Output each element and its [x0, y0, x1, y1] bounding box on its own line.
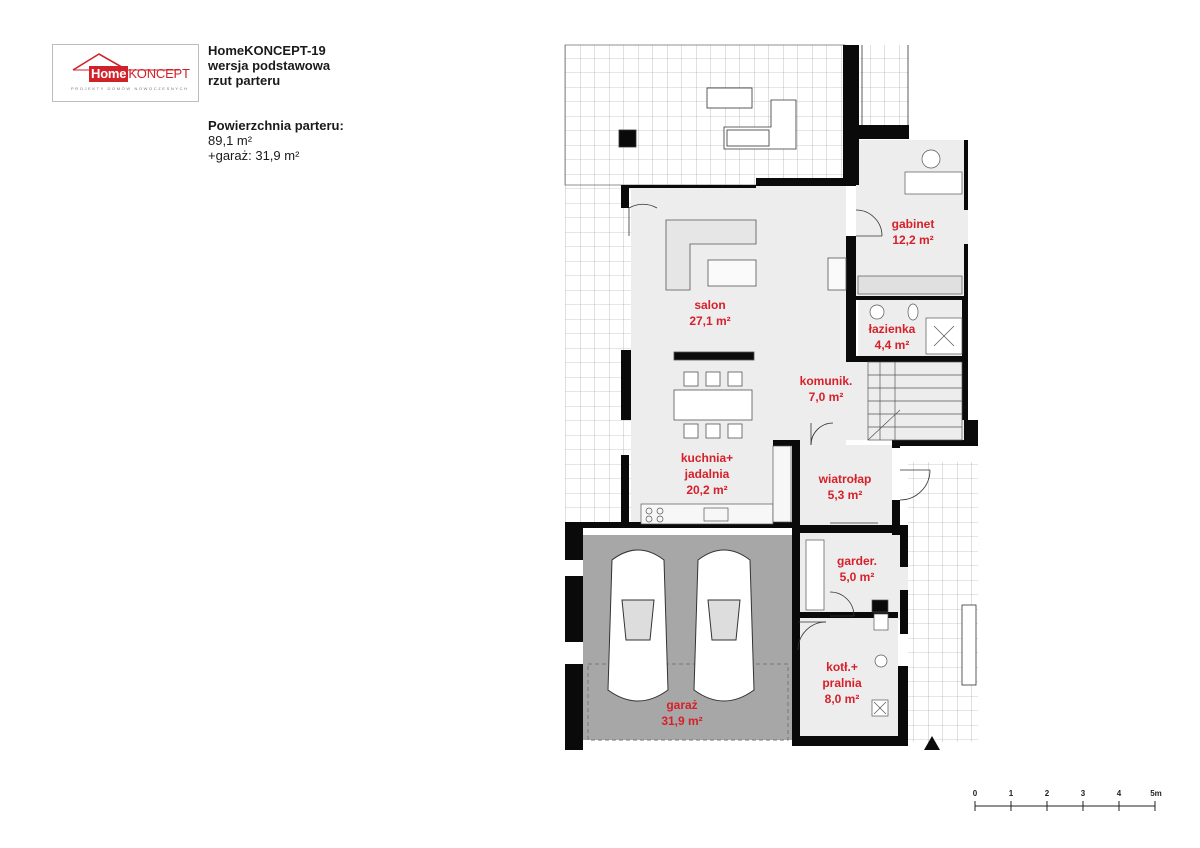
terrace-furniture: [618, 87, 797, 150]
walls: [565, 45, 978, 750]
area-total: 89,1 m²: [208, 133, 253, 148]
logo-koncept: KONCEPT: [128, 66, 190, 81]
scale-tick-4: 4: [1117, 789, 1122, 798]
room-labels: salon 27,1 m² kuchnia+ jadalnia 20,2 m² …: [661, 217, 934, 728]
bathroom-fixtures: [869, 303, 963, 355]
room-lazienka-name: łazienka: [869, 322, 916, 336]
logo-tagline: PROJEKTY DOMÓW NOWOCZESNYCH: [71, 86, 189, 91]
room-kotl-name2: pralnia: [822, 676, 862, 690]
office-furniture: [857, 149, 963, 295]
room-wiatrolap-name: wiatrołap: [818, 472, 872, 486]
scale-bar: 0 1 2 3 4 5m: [960, 778, 1165, 818]
room-garaz-area: 31,9 m²: [661, 714, 702, 728]
scale-tick-1: 1: [1009, 789, 1014, 798]
room-gabinet-area: 12,2 m²: [892, 233, 933, 247]
laundry-fixtures: [805, 539, 889, 717]
room-salon-name: salon: [694, 298, 725, 312]
room-lazienka-area: 4,4 m²: [875, 338, 910, 352]
area-garage: +garaż: 31,9 m²: [208, 148, 300, 163]
room-kuchnia-area: 20,2 m²: [686, 483, 727, 497]
project-name: HomeKONCEPT-19: [208, 43, 326, 58]
room-garder-name: garder.: [837, 554, 877, 568]
room-komunik-name: komunik.: [800, 374, 853, 388]
room-komunik-area: 7,0 m²: [809, 390, 844, 404]
room-kuchnia-name2: jadalnia: [684, 467, 730, 481]
room-gabinet-name: gabinet: [892, 217, 935, 231]
project-view: rzut parteru: [208, 73, 281, 88]
staircase: [867, 361, 963, 441]
scale-tick-5: 5m: [1150, 789, 1162, 798]
scale-tick-2: 2: [1045, 789, 1050, 798]
scale-tick-0: 0: [973, 789, 978, 798]
project-title-block: HomeKONCEPT-19 wersja podstawowa rzut pa…: [208, 43, 330, 88]
salon-furniture: [665, 219, 847, 439]
terrace: [564, 44, 978, 742]
room-kotl-area: 8,0 m²: [825, 692, 860, 706]
room-wiatrolap-area: 5,3 m²: [828, 488, 863, 502]
project-version: wersja podstawowa: [208, 58, 331, 73]
area-summary: Powierzchnia parteru: 89,1 m² +garaż: 31…: [208, 118, 344, 163]
room-kotl-name: kotł.+: [826, 660, 858, 674]
kitchen-counter: [640, 445, 792, 525]
room-salon-area: 27,1 m²: [689, 314, 730, 328]
fence: [861, 45, 977, 686]
area-label: Powierzchnia parteru:: [208, 118, 344, 133]
room-garaz-name: garaż: [666, 698, 697, 712]
room-kuchnia-name: kuchnia+: [681, 451, 733, 465]
entrance-arrow-icon: [924, 736, 940, 750]
garage-cars: [587, 549, 789, 741]
scale-tick-3: 3: [1081, 789, 1086, 798]
logo-home: Home: [89, 66, 129, 82]
scale-bar-graphic: 0 1 2 3 4 5m: [973, 789, 1162, 811]
doors: [628, 203, 931, 651]
room-garder-area: 5,0 m²: [840, 570, 875, 584]
